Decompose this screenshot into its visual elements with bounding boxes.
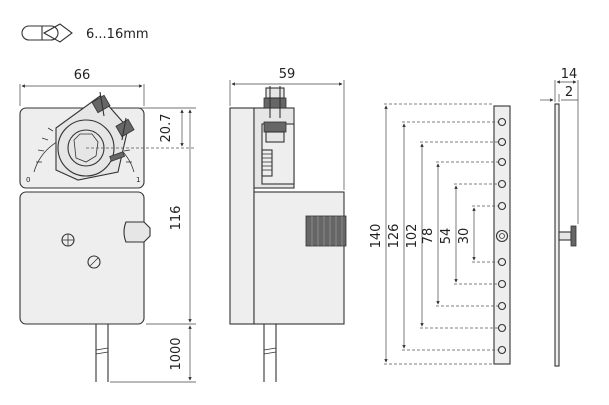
bracket-dim-78: 78 [421, 228, 436, 245]
side-width-label: 59 [279, 67, 296, 82]
shaft-offset-label: 20.7 [159, 114, 174, 143]
shaft-range-label: 6...16mm [86, 27, 149, 42]
bracket-dim-30: 30 [457, 228, 472, 245]
front-width-label: 66 [74, 68, 91, 83]
gear-teeth [262, 153, 272, 171]
scale-ticks [36, 127, 132, 163]
bracket-dim-126: 126 [387, 224, 402, 249]
cable-length-label: 1000 [169, 337, 184, 370]
profile-thickness-label: 2 [565, 85, 573, 100]
shaft-adapter-icon [21, 23, 73, 43]
side-dimensions: 59 [229, 67, 345, 190]
knob-ribs [311, 216, 343, 246]
scale-min-label: 0 [26, 176, 30, 184]
bracket-profile [554, 103, 577, 367]
side-view [229, 86, 347, 382]
front-dimensions: 66 20.7 116 1000 [19, 68, 196, 383]
bracket-dim-140: 140 [369, 224, 384, 249]
bracket-dimensions: 140 126 102 78 54 30 [369, 103, 498, 365]
bracket-dim-102: 102 [405, 224, 420, 249]
bracket-dim-54: 54 [439, 228, 454, 245]
profile-width-label: 14 [561, 67, 578, 82]
profile-dimensions: 14 2 [540, 67, 579, 224]
front-view: 0 1 [19, 91, 196, 382]
bracket-holes [495, 117, 509, 355]
scale-max-label: 1 [136, 176, 140, 184]
front-height-label: 116 [169, 206, 184, 231]
mounting-bracket [493, 105, 511, 365]
